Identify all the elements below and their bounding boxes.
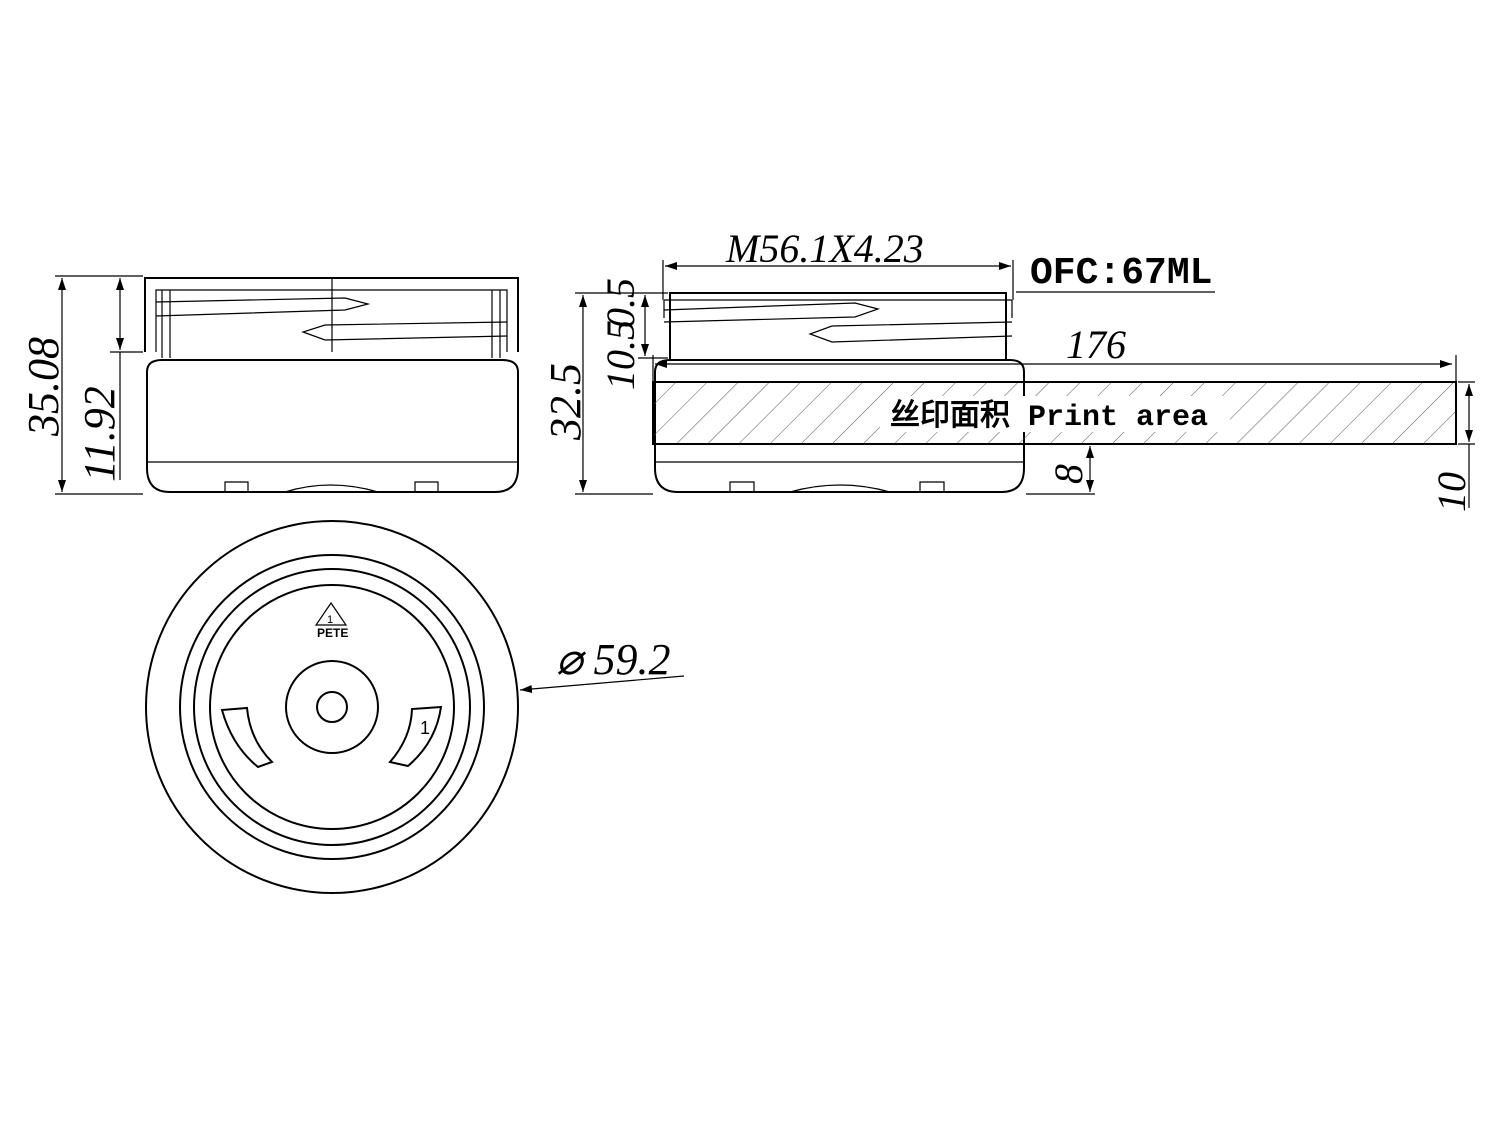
thread-spec: M56.1X4.23 xyxy=(725,226,924,271)
thread-lower xyxy=(301,321,508,341)
dim-body-height: 32.5 xyxy=(541,363,590,441)
dim-diameter: ⌀ 59.2 xyxy=(556,635,671,684)
center-boss xyxy=(285,660,379,754)
dim-neck-top: 0.5 xyxy=(598,278,643,328)
thread-upper xyxy=(155,297,371,317)
dim-label-height: 10 xyxy=(1429,472,1474,512)
recycle-icon xyxy=(314,601,348,626)
capacity-label: OFC:67ML xyxy=(1030,252,1212,295)
neck-thread-lower xyxy=(808,321,1013,343)
recycle-number: 1 xyxy=(327,614,333,626)
neck-thread-upper xyxy=(663,302,881,323)
bottom-view: 1 1 PETE ⌀ 59.2 xyxy=(145,520,685,894)
jar-body xyxy=(146,359,519,493)
dim-cap-height: 11.92 xyxy=(75,386,124,482)
print-area-label: 丝印面积 Print area xyxy=(890,399,1208,435)
right-slot xyxy=(388,705,443,768)
section-view: 丝印面积 Print area M56.1X4.23 OFC:67ML 32.5… xyxy=(541,226,1475,512)
left-slot xyxy=(220,706,274,769)
outer-circle xyxy=(145,520,519,894)
gate-point xyxy=(316,691,348,723)
cavity-number: 1 xyxy=(420,718,430,738)
jar-neck xyxy=(669,292,1007,360)
dim-total-height: 35.08 xyxy=(19,337,68,437)
side-view: 35.08 11.92 xyxy=(19,275,519,495)
recycle-code: PETE xyxy=(317,626,348,640)
dim-neck: 10.5 xyxy=(598,320,643,390)
dim-label-bottom: 8 xyxy=(1046,464,1091,484)
dim-label-length: 176 xyxy=(1066,322,1126,367)
